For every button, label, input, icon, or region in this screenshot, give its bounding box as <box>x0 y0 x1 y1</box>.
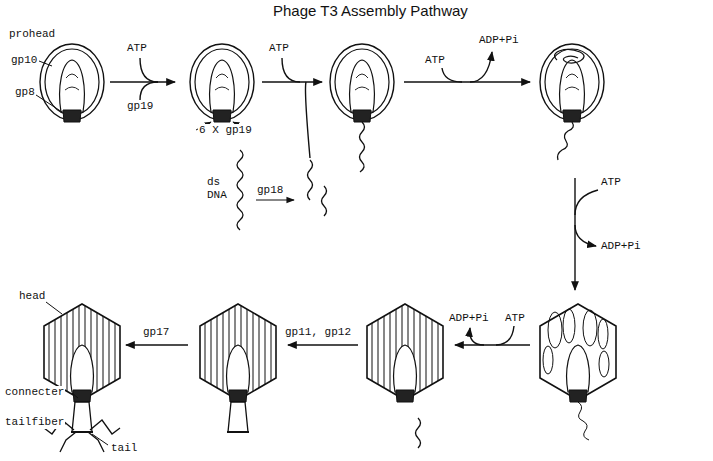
drawing-ellipse <box>543 346 553 374</box>
drawing-path <box>442 68 462 82</box>
drawing-path <box>470 52 492 82</box>
ds-dna <box>237 150 327 230</box>
cofactor-label: ADP+Pi <box>600 240 642 253</box>
drawing-path <box>308 160 313 200</box>
drawing-ellipse <box>599 351 609 377</box>
drawing-path <box>575 190 598 215</box>
drawing-path <box>575 225 596 246</box>
cofactor-label: ATP <box>126 42 148 55</box>
drawing-line <box>39 61 52 66</box>
drawing-path <box>237 150 243 230</box>
drawing-path <box>306 82 311 158</box>
diagram-title: Phage T3 Assembly Pathway <box>273 2 468 20</box>
protein-label: 6 X gp19 <box>198 124 253 137</box>
protein-label: gp11, gp12 <box>284 326 352 339</box>
cofactor-label: ATP <box>504 312 526 325</box>
drawing-line <box>126 344 188 345</box>
part-name: tail <box>110 442 138 455</box>
drawing-use <box>540 44 604 122</box>
drawing-path <box>282 58 300 82</box>
dna-strand <box>360 50 585 172</box>
cofactor-label: ATP <box>424 54 446 67</box>
drawing-path <box>470 328 484 345</box>
part-name: gp8 <box>14 86 36 99</box>
cofactor-label: ADP+Pi <box>478 34 520 47</box>
drawing-use <box>227 402 249 432</box>
drawing-path <box>88 432 104 452</box>
drawing-line <box>46 302 62 314</box>
step-arrows <box>126 326 530 345</box>
drawing-use <box>330 44 394 122</box>
drawing-line <box>110 81 175 82</box>
drawing-use <box>367 302 443 402</box>
drawing-path <box>140 58 158 82</box>
cofactor-label: ATP <box>600 176 622 189</box>
part-name: tailfiber <box>4 416 65 429</box>
drawing-path <box>140 82 158 100</box>
drawing-use <box>71 402 93 432</box>
stage-label: prohead <box>8 28 56 41</box>
drawing-path <box>90 420 120 434</box>
drawing-line <box>33 93 62 112</box>
drawing-line <box>455 344 530 345</box>
drawing-path <box>496 326 514 345</box>
step-arrows <box>110 52 598 290</box>
drawing-use <box>567 345 590 402</box>
protein-label: gp18 <box>256 184 284 197</box>
drawing-line <box>288 344 358 345</box>
drawing-ellipse <box>583 310 597 346</box>
mature-phage <box>44 302 120 452</box>
cofactor-label: ATP <box>268 42 290 55</box>
tailed-head <box>200 302 276 432</box>
drawing-line <box>92 434 108 445</box>
drawing-path <box>416 418 421 448</box>
drawing-use <box>200 302 276 402</box>
part-name: gp10 <box>10 54 38 67</box>
drawing-line <box>574 178 575 290</box>
drawing-ellipse <box>563 309 575 343</box>
cofactor-label: ADP+Pi <box>448 312 490 325</box>
part-name: connecter <box>4 386 65 399</box>
protein-label: gp19 <box>126 100 154 113</box>
drawing-path <box>322 186 327 216</box>
drawing-line <box>262 81 322 82</box>
drawing-line <box>256 199 294 200</box>
drawing-path <box>60 432 76 452</box>
protein-label: gp17 <box>142 326 170 339</box>
drawing-line <box>72 393 78 398</box>
part-name: head <box>18 290 46 303</box>
molecule-label: ds DNA <box>206 176 234 202</box>
drawing-path <box>578 402 589 440</box>
drawing-use <box>190 44 254 122</box>
packaging-head <box>540 304 616 440</box>
leader-lines <box>33 61 62 112</box>
drawing-path <box>555 50 584 64</box>
drawing-path <box>360 122 365 172</box>
drawing-g <box>543 309 609 440</box>
drawing-ellipse <box>598 319 608 349</box>
filled-head <box>367 302 443 448</box>
drawing-path <box>558 122 574 160</box>
prohead-figure <box>40 44 604 122</box>
drawing-line <box>404 81 530 82</box>
drawing-ellipse <box>548 312 562 348</box>
drawing-use <box>40 44 104 122</box>
